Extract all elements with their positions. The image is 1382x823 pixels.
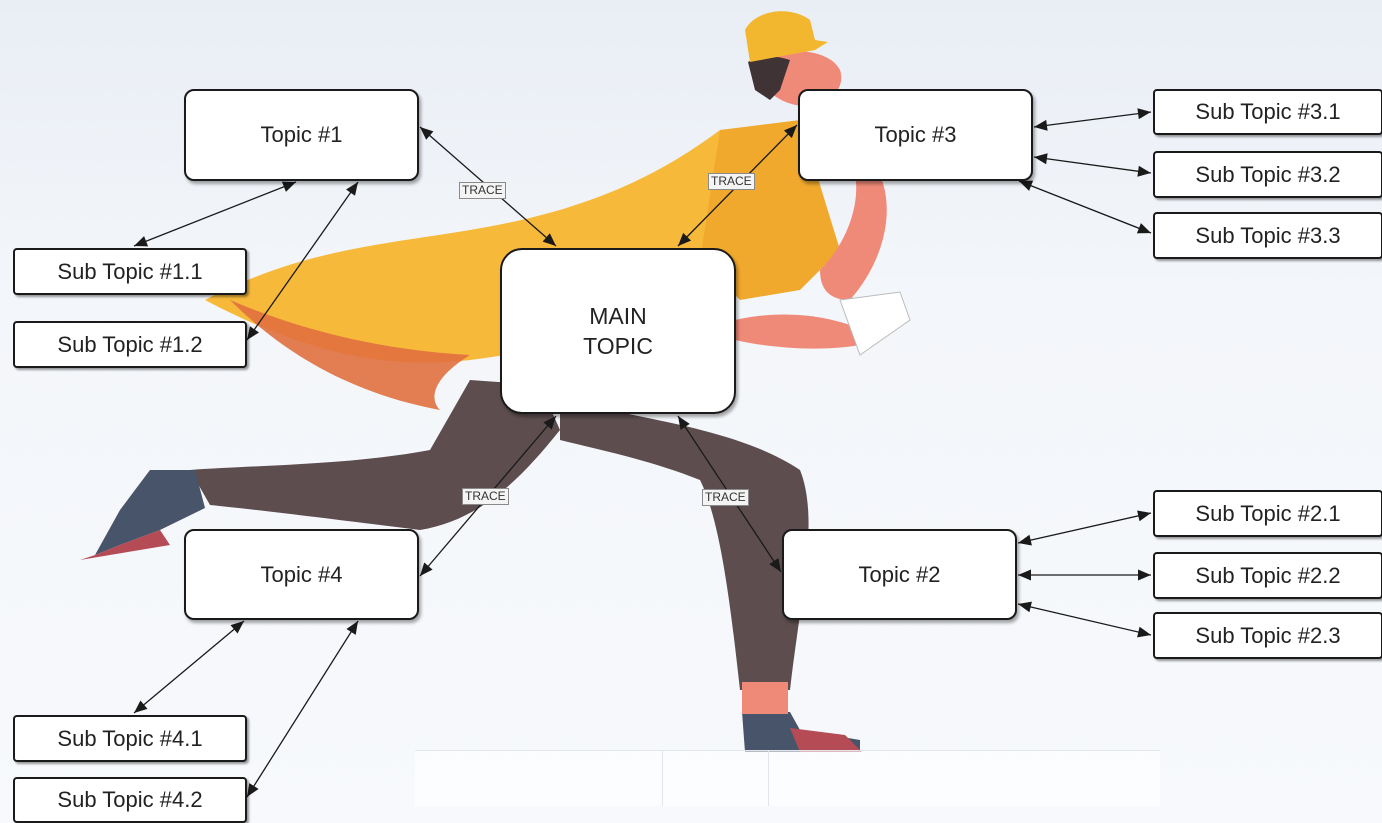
arrowhead-icon <box>247 783 259 797</box>
arrowhead-icon <box>1018 602 1032 613</box>
faint-table-outline <box>415 750 1160 806</box>
sub-topic-3-3-label: Sub Topic #3.3 <box>1195 223 1340 249</box>
edge-label-trace-topic-1: TRACE <box>459 182 506 199</box>
arrowhead-icon <box>230 621 244 634</box>
arrowhead-icon <box>1137 510 1151 521</box>
front-ankle-illustration <box>742 682 788 714</box>
lower-arm-illustration <box>735 315 860 349</box>
sub-topic-4-1-label: Sub Topic #4.1 <box>57 726 202 752</box>
topic-4-node[interactable]: Topic #4 <box>184 529 419 620</box>
arrowhead-icon <box>1034 153 1048 164</box>
arrowhead-icon <box>247 326 259 340</box>
sub-topic-2-1-node[interactable]: Sub Topic #2.1 <box>1153 490 1382 537</box>
main-topic-node[interactable]: MAIN TOPIC <box>500 248 736 414</box>
topic-1-node[interactable]: Topic #1 <box>184 89 419 181</box>
faint-table-divider <box>768 751 769 806</box>
connector-topic-1-to-sub-1-1 <box>134 182 296 246</box>
sub-topic-1-2-node[interactable]: Sub Topic #1.2 <box>13 321 247 368</box>
topic-3-node[interactable]: Topic #3 <box>798 89 1033 181</box>
arrowhead-icon <box>1138 570 1151 581</box>
sub-topic-1-1-node[interactable]: Sub Topic #1.1 <box>13 248 247 295</box>
arrowhead-icon <box>134 236 148 246</box>
sub-topic-2-3-node[interactable]: Sub Topic #2.3 <box>1153 612 1382 659</box>
sub-topic-1-1-label: Sub Topic #1.1 <box>57 259 202 285</box>
arrowhead-icon <box>1137 627 1151 638</box>
sub-topic-2-3-label: Sub Topic #2.3 <box>1195 623 1340 649</box>
edge-label-trace-topic-4: TRACE <box>462 488 509 505</box>
edge-label-trace-topic-2: TRACE <box>702 489 749 506</box>
edge-label-trace-topic-3: TRACE <box>708 173 755 190</box>
sub-topic-2-1-label: Sub Topic #2.1 <box>1195 501 1340 527</box>
arrowhead-icon <box>134 700 148 713</box>
arrowhead-icon <box>1137 166 1151 177</box>
arrowhead-icon <box>1137 108 1151 119</box>
sub-topic-3-1-node[interactable]: Sub Topic #3.1 <box>1153 89 1382 135</box>
connector-topic-3-to-sub-3-2 <box>1034 157 1151 173</box>
sub-topic-3-2-node[interactable]: Sub Topic #3.2 <box>1153 151 1382 198</box>
sub-topic-4-1-node[interactable]: Sub Topic #4.1 <box>13 715 247 762</box>
arrowhead-icon <box>1019 181 1033 191</box>
arrowhead-icon <box>346 621 358 635</box>
sub-topic-4-2-label: Sub Topic #4.2 <box>57 787 202 813</box>
arrowhead-icon <box>282 182 296 192</box>
topic-2-label: Topic #2 <box>859 562 941 588</box>
arrowhead-icon <box>1137 223 1151 233</box>
sub-topic-3-2-label: Sub Topic #3.2 <box>1195 162 1340 188</box>
topic-3-label: Topic #3 <box>875 122 957 148</box>
arrowhead-icon <box>1018 535 1032 546</box>
sub-topic-2-2-node[interactable]: Sub Topic #2.2 <box>1153 552 1382 599</box>
connector-topic-2-to-sub-2-3 <box>1018 604 1151 635</box>
arrowhead-icon <box>346 182 358 196</box>
connector-topic-4-to-sub-4-2 <box>247 621 358 797</box>
arrowhead-icon <box>1034 120 1048 131</box>
front-leg-illustration <box>560 400 809 690</box>
sub-topic-4-2-node[interactable]: Sub Topic #4.2 <box>13 777 247 823</box>
connector-topic-4-to-sub-4-1 <box>134 621 244 713</box>
arrowhead-icon <box>420 563 433 576</box>
connector-topic-3-to-sub-3-1 <box>1034 112 1151 127</box>
topic-1-label: Topic #1 <box>261 122 343 148</box>
connector-topic-2-to-sub-2-1 <box>1018 513 1151 543</box>
sub-topic-1-2-label: Sub Topic #1.2 <box>57 332 202 358</box>
arrowhead-icon <box>1018 570 1031 581</box>
connector-topic-3-to-sub-3-3 <box>1019 181 1151 233</box>
main-topic-label: MAIN TOPIC <box>583 301 653 361</box>
topic-4-label: Topic #4 <box>261 562 343 588</box>
faint-table-divider <box>662 751 663 806</box>
sub-topic-3-1-label: Sub Topic #3.1 <box>1195 99 1340 125</box>
topic-2-node[interactable]: Topic #2 <box>782 529 1017 620</box>
sub-topic-2-2-label: Sub Topic #2.2 <box>1195 563 1340 589</box>
sub-topic-3-3-node[interactable]: Sub Topic #3.3 <box>1153 212 1382 259</box>
